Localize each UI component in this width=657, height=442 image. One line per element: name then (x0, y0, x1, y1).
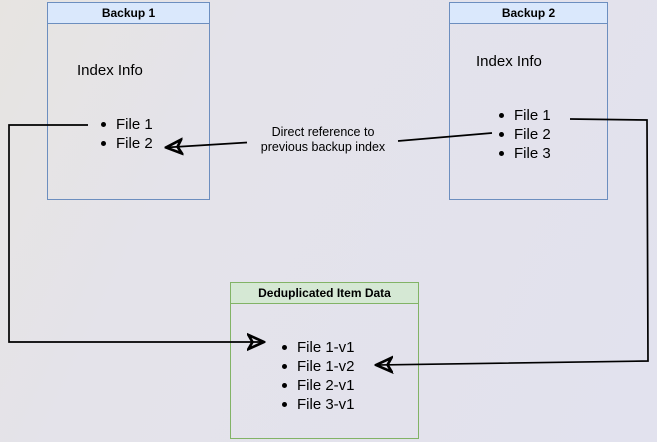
node-dedup-title: Deduplicated Item Data (258, 286, 391, 300)
list-item: File 2 (499, 125, 551, 144)
dedup-item-list: File 1-v1 File 1-v2 File 2-v1 File 3-v1 (282, 338, 355, 414)
list-item: File 3 (499, 144, 551, 163)
list-item: File 1-v2 (282, 357, 355, 376)
list-item: File 2 (101, 134, 153, 153)
node-backup-1: Backup 1 Index Info File 1 File 2 (47, 2, 210, 200)
node-backup-2-title: Backup 2 (501, 6, 556, 20)
edge-annotation-line2: previous backup index (260, 140, 386, 154)
node-backup-2: Backup 2 Index Info File 1 File 2 File 3 (449, 2, 608, 200)
list-item: File 3-v1 (282, 395, 355, 414)
list-item: File 2-v1 (282, 376, 355, 395)
node-backup-1-header: Backup 1 (48, 3, 209, 24)
edge-annotation-line1: Direct reference to (271, 125, 375, 139)
backup-2-file-list: File 1 File 2 File 3 (499, 106, 551, 163)
list-item: File 1 (101, 115, 153, 134)
node-deduplicated-item-data: Deduplicated Item Data File 1-v1 File 1-… (230, 282, 419, 439)
backup-1-file-list: File 1 File 2 (101, 115, 153, 153)
node-backup-1-title: Backup 1 (101, 6, 156, 20)
list-item: File 1 (499, 106, 551, 125)
backup-1-index-info-label: Index Info (77, 62, 143, 79)
node-backup-2-header: Backup 2 (450, 3, 607, 24)
edge-annotation: Direct reference to previous backup inde… (233, 125, 413, 155)
backup-2-index-info-label: Index Info (476, 53, 542, 70)
node-dedup-header: Deduplicated Item Data (231, 283, 418, 304)
list-item: File 1-v1 (282, 338, 355, 357)
